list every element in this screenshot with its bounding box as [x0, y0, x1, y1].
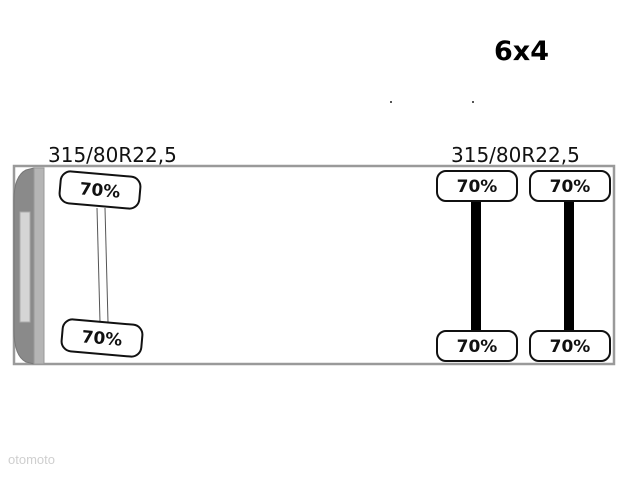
marker-dot	[472, 101, 474, 103]
tire-rear2-right-tread: 70%	[550, 337, 591, 357]
watermark: otomoto	[8, 452, 55, 467]
tire-front-right: 70%	[60, 318, 144, 358]
tire-rear2-left: 70%	[529, 170, 611, 202]
tire-rear2-right: 70%	[529, 330, 611, 362]
tire-front-right-tread: 70%	[81, 327, 123, 350]
tire-rear2-left-tread: 70%	[550, 177, 591, 197]
rear-axle-1	[471, 200, 481, 330]
rear-tire-size-label: 315/80R22,5	[451, 143, 580, 167]
axle-configuration-label: 6x4	[494, 36, 549, 67]
marker-dot	[390, 101, 392, 103]
rear-axle-2	[564, 200, 574, 330]
tire-rear1-left: 70%	[436, 170, 518, 202]
tire-rear1-left-tread: 70%	[457, 177, 498, 197]
tire-rear1-right-tread: 70%	[457, 337, 498, 357]
tire-front-left-tread: 70%	[79, 179, 121, 202]
chassis-outline	[12, 164, 616, 366]
front-axle	[96, 207, 109, 323]
front-tire-size-label: 315/80R22,5	[48, 143, 177, 167]
tire-front-left: 70%	[58, 170, 142, 210]
tire-rear1-right: 70%	[436, 330, 518, 362]
